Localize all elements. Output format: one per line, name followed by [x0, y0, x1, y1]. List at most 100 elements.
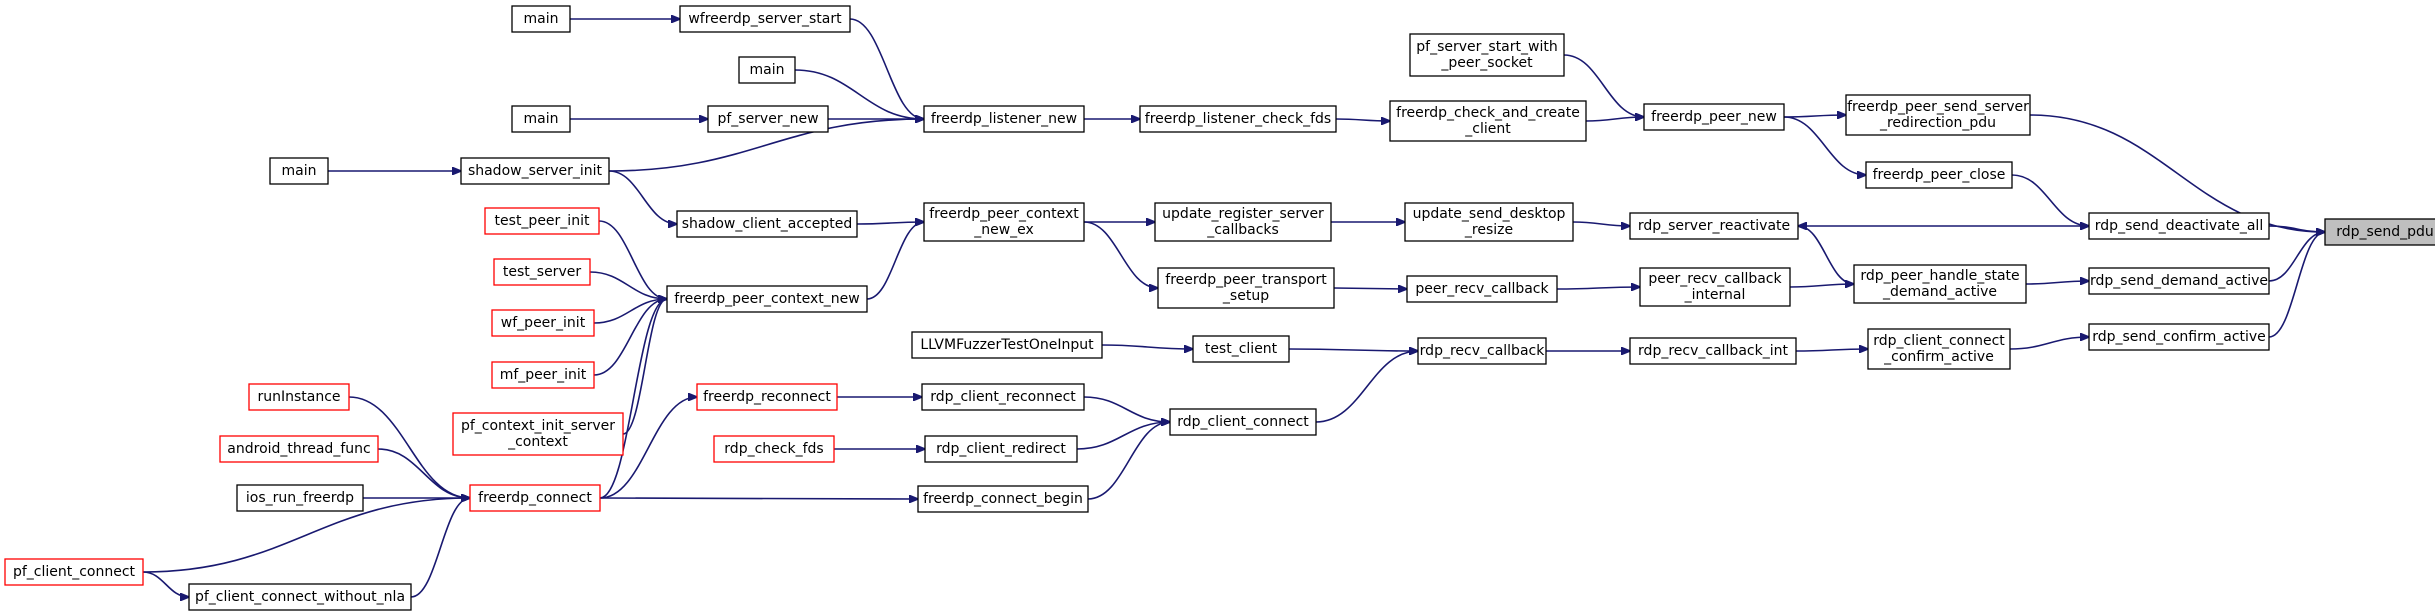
function-node-rdp_client_redirect[interactable]: rdp_client_redirect: [924, 435, 1078, 463]
function-node-peer_recv_callback_internal[interactable]: peer_recv_callback_internal: [1639, 267, 1791, 307]
function-node-freerdp_connect[interactable]: freerdp_connect: [469, 484, 601, 512]
function-node-freerdp_reconnect[interactable]: freerdp_reconnect: [696, 383, 838, 411]
node-label: mf_peer_init: [500, 367, 587, 383]
node-box: [511, 5, 571, 33]
edge-line: [1798, 226, 1855, 285]
node-box: [460, 157, 610, 185]
function-node-mf_peer_init[interactable]: mf_peer_init: [491, 361, 595, 389]
call-edge-rdp_client_reconnect-to-rdp_client_connect: [1083, 396, 1170, 422]
edge-line: [1563, 54, 1644, 117]
function-node-shadow_server_init[interactable]: shadow_server_init: [460, 157, 610, 185]
function-node-pf_client_connect_without_nla[interactable]: pf_client_connect_without_nla: [188, 583, 412, 611]
call-edge-freerdp_connect-to-freerdp_peer_context_new: [599, 299, 667, 499]
function-node-android_thread_func[interactable]: android_thread_func: [219, 435, 379, 463]
node-label: freerdp_listener_check_fds: [1145, 111, 1331, 127]
function-node-main_4[interactable]: main: [269, 157, 329, 185]
node-box: [679, 5, 851, 33]
function-node-update_register_server_callbacks[interactable]: update_register_server_callbacks: [1154, 202, 1332, 242]
function-node-pf_client_connect[interactable]: pf_client_connect: [4, 558, 144, 586]
function-node-main_2[interactable]: main: [738, 56, 796, 84]
node-box: [923, 105, 1085, 133]
function-node-rdp_peer_handle_state_demand_active[interactable]: rdp_peer_handle_state_demand_active: [1853, 264, 2027, 304]
node-label: wf_peer_init: [501, 315, 586, 331]
call-edge-rdp_peer_handle_state_demand_active-to-rdp_server_reactivate: [1798, 226, 1855, 285]
function-node-main_3[interactable]: main: [511, 105, 571, 133]
function-node-rdp_client_reconnect[interactable]: rdp_client_reconnect: [921, 383, 1085, 411]
function-node-shadow_client_accepted[interactable]: shadow_client_accepted: [676, 210, 858, 238]
node-box: [1417, 337, 1547, 365]
node-label: freerdp_check_and_create: [1396, 105, 1580, 121]
node-label: wfreerdp_server_start: [688, 11, 842, 27]
function-node-main_1[interactable]: main: [511, 5, 571, 33]
node-box: [2088, 212, 2270, 240]
node-label: pf_client_connect_without_nla: [195, 589, 405, 605]
call-edge-wfreerdp_server_start-to-freerdp_listener_new: [849, 18, 924, 119]
node-label: freerdp_connect: [478, 490, 592, 506]
call-edge-freerdp_peer_send_server_redirection_pdu-to-rdp_send_pdu: [2029, 114, 2325, 232]
function-node-peer_recv_callback[interactable]: peer_recv_callback: [1406, 275, 1558, 303]
call-edge-main_2-to-freerdp_listener_new: [794, 69, 924, 119]
function-node-freerdp_peer_transport_setup[interactable]: freerdp_peer_transport_setup: [1157, 267, 1335, 309]
function-node-LLVMFuzzerTestOneInput[interactable]: LLVMFuzzerTestOneInput: [911, 331, 1103, 359]
function-node-rdp_send_demand_active[interactable]: rdp_send_demand_active: [2088, 267, 2270, 295]
node-label: freerdp_peer_transport: [1165, 272, 1327, 288]
call-edge-pf_client_connect-to-pf_client_connect_without_nla: [142, 571, 189, 597]
node-box: [2324, 218, 2435, 246]
node-label: pf_server_new: [717, 111, 818, 127]
call-edge-shadow_server_init-to-freerdp_listener_new: [608, 119, 924, 172]
function-node-rdp_send_deactivate_all[interactable]: rdp_send_deactivate_all: [2088, 212, 2270, 240]
node-label: main: [524, 111, 559, 127]
call-edge-freerdp_listener_check_fds-to-freerdp_check_and_create_client: [1335, 119, 1390, 121]
function-node-freerdp_peer_send_server_redirection_pdu[interactable]: freerdp_peer_send_server_redirection_pdu: [1845, 94, 2031, 136]
edge-line: [2011, 174, 2089, 226]
node-box: [2088, 267, 2270, 295]
call-edge-freerdp_peer_context_new-to-freerdp_peer_context_new_ex: [866, 222, 924, 300]
call-edge-pf_client_connect_without_nla-to-freerdp_connect: [410, 498, 470, 598]
function-node-rdp_client_connect[interactable]: rdp_client_connect: [1169, 408, 1317, 436]
function-node-pf_server_start_with_peer_socket[interactable]: pf_server_start_with_peer_socket: [1409, 33, 1565, 77]
function-node-test_peer_init[interactable]: test_peer_init: [484, 207, 600, 235]
function-node-freerdp_check_and_create_client[interactable]: freerdp_check_and_create_client: [1389, 100, 1587, 142]
function-node-rdp_client_connect_confirm_active[interactable]: rdp_client_connect_confirm_active: [1867, 328, 2011, 370]
function-node-runInstance[interactable]: runInstance: [248, 383, 350, 411]
function-node-wfreerdp_server_start[interactable]: wfreerdp_server_start: [679, 5, 851, 33]
function-node-test_client[interactable]: test_client: [1192, 335, 1290, 363]
function-node-freerdp_connect_begin[interactable]: freerdp_connect_begin: [917, 485, 1089, 513]
node-label: main: [750, 62, 785, 78]
function-node-freerdp_peer_context_new[interactable]: freerdp_peer_context_new: [666, 285, 868, 313]
node-label: test_client: [1205, 341, 1278, 357]
edge-line: [599, 299, 667, 499]
call-edge-wf_peer_init-to-freerdp_peer_context_new: [593, 299, 667, 324]
function-node-freerdp_peer_context_new_ex[interactable]: freerdp_peer_context_new_ex: [923, 202, 1085, 242]
function-node-wf_peer_init[interactable]: wf_peer_init: [491, 309, 595, 337]
function-node-rdp_send_confirm_active[interactable]: rdp_send_confirm_active: [2088, 323, 2270, 351]
edge-line: [866, 222, 924, 300]
node-label: _peer_socket: [1440, 55, 1533, 71]
node-box: [1409, 33, 1565, 77]
function-node-freerdp_listener_new[interactable]: freerdp_listener_new: [923, 105, 1085, 133]
node-label: rdp_send_pdu: [2336, 224, 2434, 240]
function-node-pf_server_new[interactable]: pf_server_new: [707, 105, 829, 133]
edge-line: [1789, 284, 1854, 287]
function-node-freerdp_listener_check_fds[interactable]: freerdp_listener_check_fds: [1139, 105, 1337, 133]
edge-line: [2029, 114, 2325, 232]
function-node-rdp_send_pdu[interactable]: rdp_send_pdu: [2324, 218, 2435, 246]
node-label: freerdp_listener_new: [931, 111, 1077, 127]
function-node-freerdp_peer_new[interactable]: freerdp_peer_new: [1643, 103, 1785, 131]
function-node-pf_context_init_server_context[interactable]: pf_context_init_server_context: [452, 412, 624, 456]
function-node-freerdp_peer_close[interactable]: freerdp_peer_close: [1865, 161, 2013, 189]
function-node-rdp_check_fds[interactable]: rdp_check_fds: [713, 435, 835, 463]
node-label: _client: [1464, 121, 1511, 137]
function-node-ios_run_freerdp[interactable]: ios_run_freerdp: [236, 484, 364, 512]
function-node-rdp_recv_callback_int[interactable]: rdp_recv_callback_int: [1629, 337, 1797, 365]
edge-line: [849, 18, 924, 119]
function-node-rdp_server_reactivate[interactable]: rdp_server_reactivate: [1629, 212, 1799, 240]
function-node-update_send_desktop_resize[interactable]: update_send_desktop_resize: [1404, 202, 1574, 242]
node-box: [2088, 323, 2270, 351]
function-node-rdp_recv_callback[interactable]: rdp_recv_callback: [1417, 337, 1547, 365]
edge-line: [142, 498, 470, 573]
call-edge-freerdp_peer_close-to-rdp_send_deactivate_all: [2011, 174, 2089, 226]
function-node-test_server[interactable]: test_server: [493, 258, 591, 286]
node-box: [1853, 264, 2027, 304]
